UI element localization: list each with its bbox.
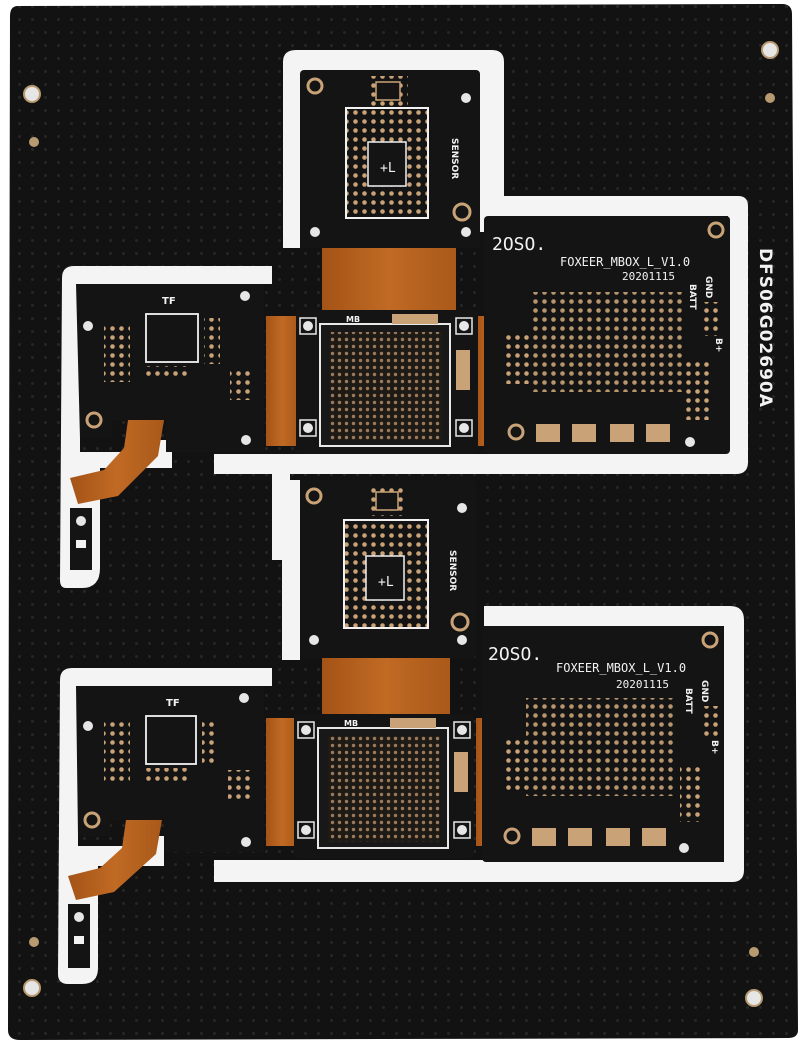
fc-board-2: 2OSO. FOXEER_MBOX_L_V1.0 20201115 GND BA… [482, 626, 724, 862]
fc-code-1: 2OSO. [492, 234, 546, 255]
sensor-chip-mark-2: +L [378, 575, 394, 590]
sensor-board-1: +L SENSOR [300, 70, 480, 248]
flex-ribbon-sensor [322, 248, 456, 320]
tooling-holes [23, 41, 779, 1007]
routed-slot-sensor [283, 50, 504, 248]
flex-ribbon-tf [70, 420, 164, 504]
fc-pin-bplus-2: B+ [709, 740, 719, 754]
mb-board-2: MB [294, 714, 474, 858]
board-set-1: +L SENSOR MB [60, 50, 748, 588]
fc-code-2: 2OSO. [488, 644, 542, 665]
flex-ribbon-sensor-2 [322, 656, 450, 720]
routed-slot-sensor-2 [282, 480, 300, 660]
flex-ribbon-tf-2 [68, 820, 162, 900]
routed-slot-center-2 [214, 860, 494, 882]
sensor-chip-mark: +L [380, 161, 396, 176]
mb-label-1: MB [346, 315, 360, 324]
tf-board-1: TF [70, 284, 264, 570]
flex-ribbon-left [266, 316, 298, 446]
fc-date-2: 20201115 [616, 678, 669, 691]
tf-label-2: TF [166, 698, 180, 709]
fc-pin-gnd-1: GND [703, 276, 713, 298]
board-set-2: +L SENSOR MB [58, 480, 744, 984]
tf-label-1: TF [162, 296, 176, 307]
panel-marking: DFS06G02690A [755, 248, 775, 408]
fc-pin-bplus-1: B+ [713, 338, 723, 352]
sensor-label-1: SENSOR [449, 138, 459, 179]
tf-board-2: TF [68, 686, 264, 968]
fc-name-1: FOXEER_MBOX_L_V1.0 [560, 255, 690, 269]
fc-pin-batt-1: BATT [687, 284, 697, 310]
fc-pin-gnd-2: GND [699, 680, 709, 702]
sensor-board-2: +L SENSOR [300, 480, 476, 658]
flex-ribbon-left-2 [266, 718, 298, 846]
fc-pin-batt-2: BATT [683, 688, 693, 714]
sensor-label-2: SENSOR [447, 550, 457, 591]
fc-name-2: FOXEER_MBOX_L_V1.0 [556, 661, 686, 675]
mb-label-2: MB [344, 719, 358, 728]
mb-board-1: MB [296, 310, 478, 454]
fc-board-1: 2OSO. FOXEER_MBOX_L_V1.0 20201115 GND BA… [484, 216, 730, 454]
fc-date-1: 20201115 [622, 270, 675, 283]
